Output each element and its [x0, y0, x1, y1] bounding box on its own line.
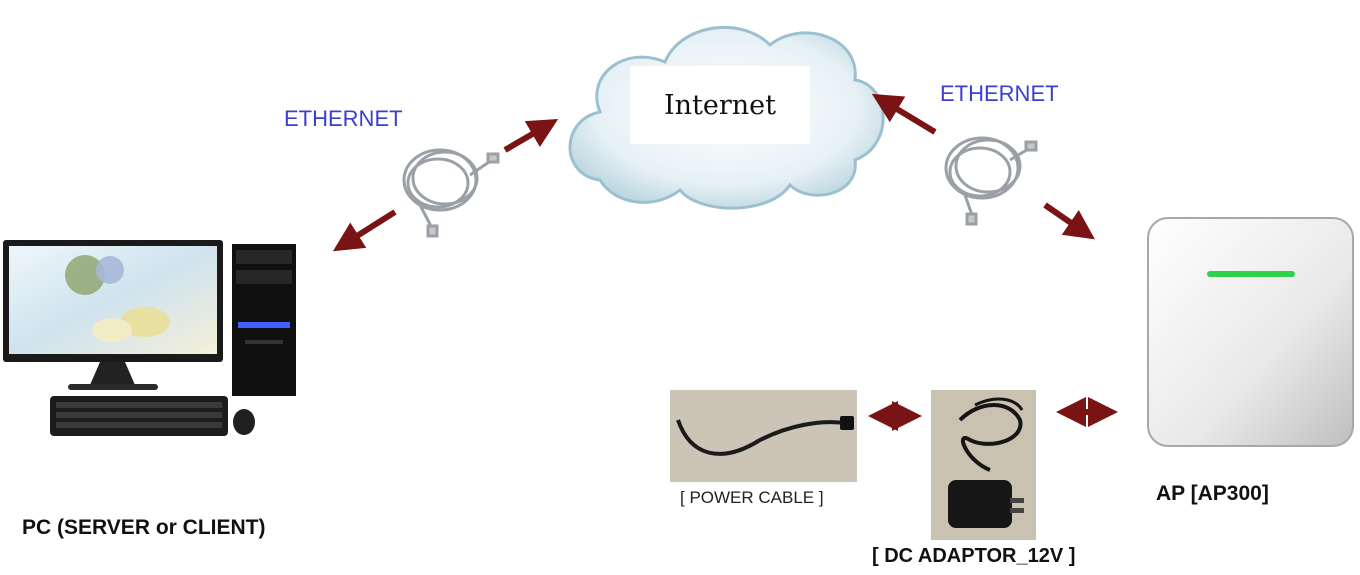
power-cable-icon: [670, 390, 857, 482]
dc-adaptor-icon: [931, 390, 1036, 540]
connection-arrows: [332, 93, 1118, 431]
arrow-left-cable-to-cloud: [503, 118, 559, 153]
desktop-pc-icon: [3, 240, 296, 436]
arrow-right-cable-to-ap: [1043, 202, 1095, 240]
ap-caption: AP [AP300]: [1156, 482, 1269, 505]
power-cable-caption: [ POWER CABLE ]: [680, 488, 824, 507]
internet-label: Internet: [630, 66, 810, 144]
arrow-right-cable-to-cloud: [871, 93, 937, 135]
ethernet-cable-icon: [402, 148, 500, 238]
pc-caption: PC (SERVER or CLIENT): [22, 516, 266, 539]
ethernet-cable-icon: [944, 136, 1038, 226]
dc-adaptor-caption: [ DC ADAPTOR_12V ]: [872, 545, 1076, 567]
ethernet-label-right: ETHERNET: [940, 81, 1059, 106]
arrow-pc-to-left-cable: [332, 209, 397, 252]
ethernet-label-left: ETHERNET: [284, 106, 403, 131]
access-point-icon: [1147, 217, 1354, 447]
